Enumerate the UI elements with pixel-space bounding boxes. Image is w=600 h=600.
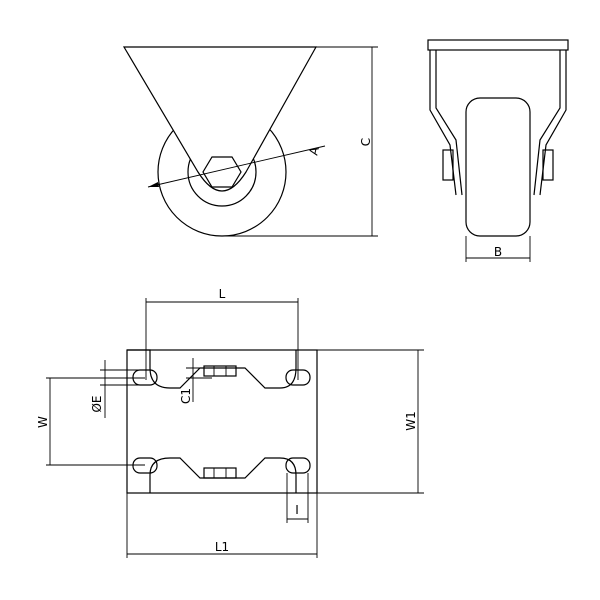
nut-bottom — [203, 467, 237, 479]
dim-c1-label: C1 — [179, 388, 193, 404]
dim-a-line — [147, 145, 326, 188]
dim-a-arrow — [148, 182, 159, 187]
axle-left — [442, 149, 454, 181]
dim-w1-label: W1 — [404, 411, 418, 431]
dim-l1-label: L1 — [215, 540, 229, 554]
hole-bottom-left — [132, 457, 158, 474]
dim-e-label: ØE — [90, 395, 104, 412]
dim-b-label: B — [494, 245, 502, 259]
dim-l-label: L — [219, 287, 226, 301]
dim-i-label: I — [295, 503, 299, 517]
hole-top-left — [132, 369, 158, 386]
axle-right — [542, 149, 554, 181]
mounting-plate — [126, 349, 318, 494]
plate-view: L L1 W W1 ØE C1 I — [36, 287, 424, 558]
right-leg-inner — [533, 50, 561, 196]
nut-top — [203, 365, 237, 377]
left-leg-inner — [435, 50, 463, 196]
side-view: A C — [122, 46, 378, 237]
dim-a-label: A — [306, 145, 322, 157]
hole-bottom-right — [285, 457, 311, 474]
top-plate — [427, 39, 569, 51]
dim-c-label: C — [359, 138, 373, 146]
front-wheel — [465, 97, 531, 237]
bracket-bottom-contour — [149, 457, 297, 493]
dim-w-label: W — [36, 416, 50, 428]
hex-nut — [202, 156, 242, 188]
front-view: B — [427, 39, 569, 262]
bracket-top-contour — [127, 349, 297, 389]
